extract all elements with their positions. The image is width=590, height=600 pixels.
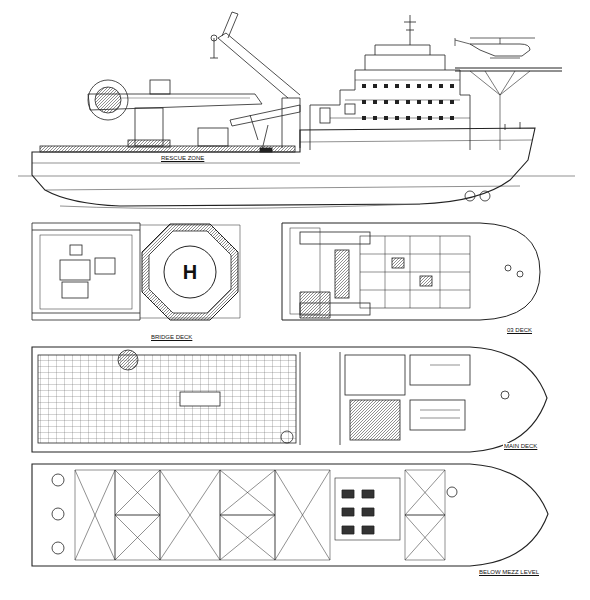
helipad-mark: H [181, 262, 199, 282]
deck-label: MAIN DECK [503, 443, 538, 449]
deck-label: BRIDGE DECK [150, 334, 193, 340]
deck-label: BELOW MEZZ LEVEL [478, 569, 540, 575]
deck-label: 03 DECK [506, 327, 533, 333]
helipad: H [140, 222, 240, 322]
main-deck-plan [32, 347, 547, 452]
profile-view [18, 12, 575, 209]
o3-deck-plan [282, 223, 540, 320]
bridge-deck-plan [32, 223, 240, 320]
below-mezz-plan [32, 464, 548, 566]
zone-label: RESCUE ZONE [160, 155, 205, 161]
